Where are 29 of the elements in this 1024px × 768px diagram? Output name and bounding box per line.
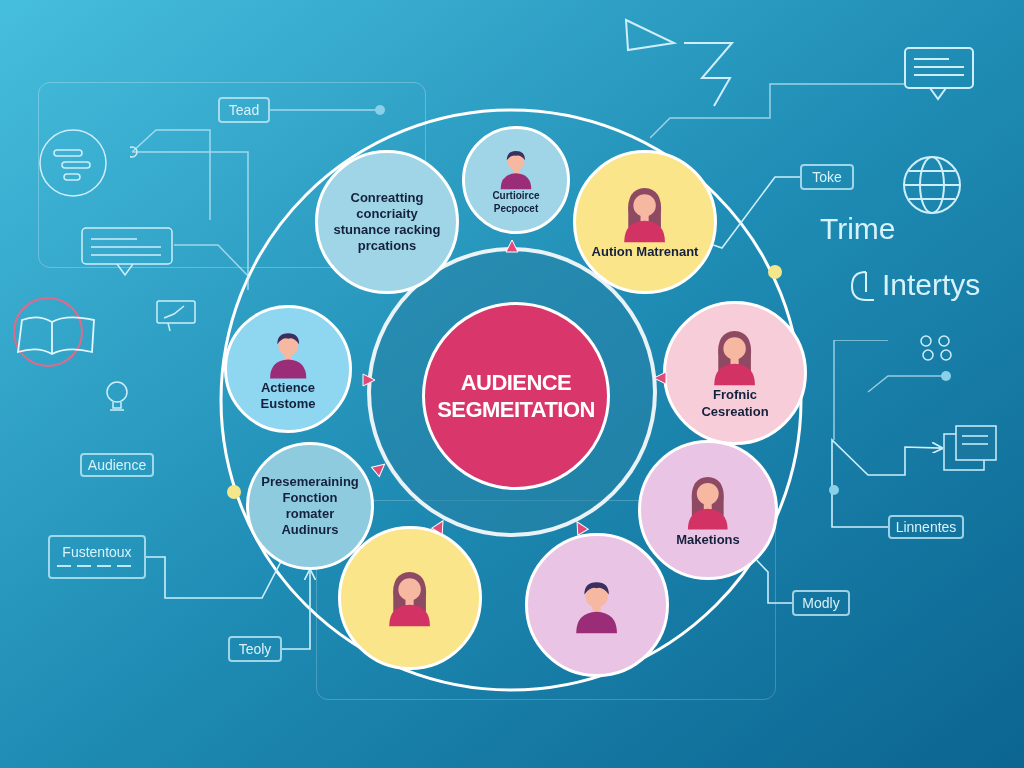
tag-label: Toke (812, 170, 842, 184)
tag-box (228, 636, 282, 662)
connector-line (831, 438, 944, 528)
tag-box (80, 453, 154, 477)
title-text: AUDIENCE SEGMEITATION (436, 368, 596, 424)
segment-label: Aution Matrenant (590, 244, 700, 261)
tag-box (792, 590, 850, 616)
tag-label: Fustentoux (62, 545, 132, 559)
connector-line (145, 556, 282, 599)
tag-box (800, 164, 854, 190)
document-icon (942, 424, 998, 474)
segment-label: Frofnic Cesreation (700, 387, 770, 420)
tag-label: Modly (802, 596, 840, 610)
label-text: Intertys (882, 270, 981, 300)
connector-line (755, 559, 793, 604)
tag-label: Teoly (238, 642, 272, 656)
segment-label: Presemeraining Fonction romater Audinurs (260, 473, 360, 539)
label-text: Trime (820, 214, 896, 244)
segment-label: Curtioirce Pecpocet (491, 190, 541, 216)
tag-label: Audience (87, 458, 147, 472)
tag-box (218, 97, 270, 123)
speech-bubble (48, 535, 146, 579)
tag-label: Linnentes (895, 520, 957, 534)
connector-line (281, 568, 317, 650)
segment-label: Maketions (675, 531, 741, 548)
segment-label: Actience Eustome (259, 379, 317, 413)
tag-label: Tead (228, 103, 260, 117)
tag-box (888, 515, 964, 539)
segment-label: Conreatting concriaity stunance racking prcations (332, 189, 442, 255)
